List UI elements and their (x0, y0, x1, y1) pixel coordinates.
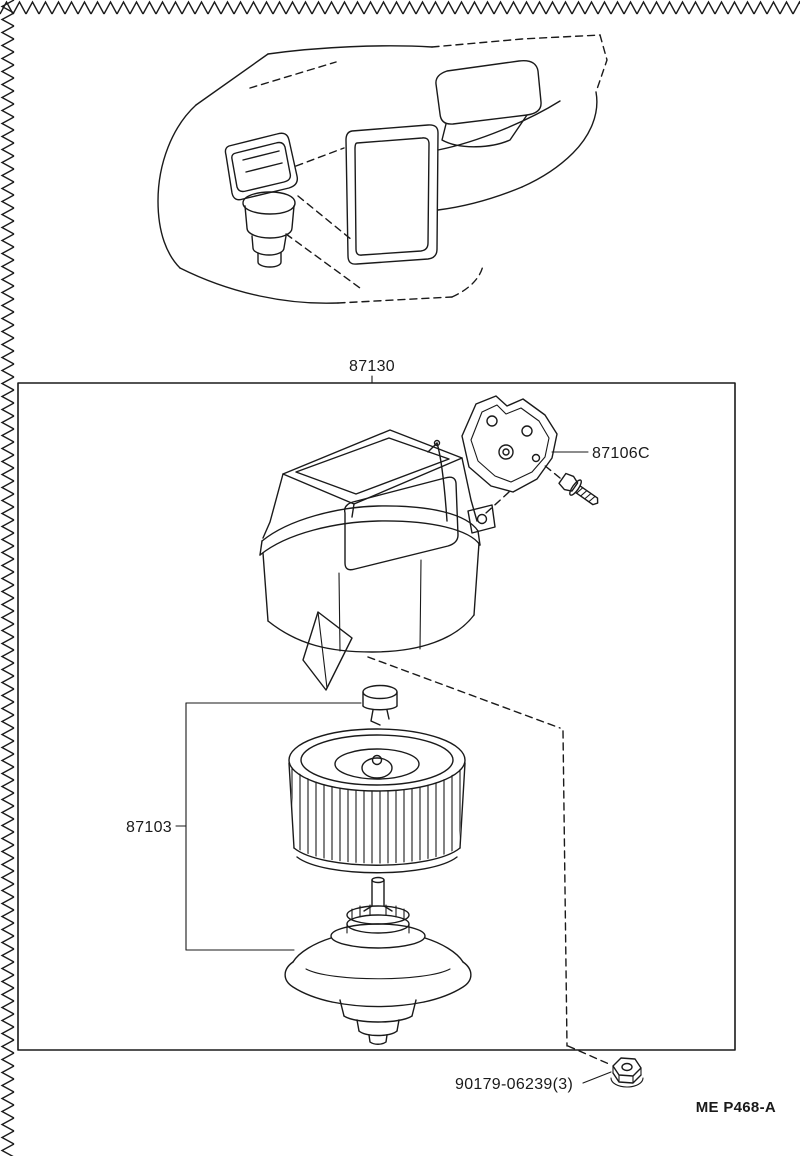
part-labels: 87130 87106C 87103 90179-06239(3) ME P46… (126, 358, 776, 1116)
nut-leader-line (582, 1071, 612, 1084)
dashboard-illustration (157, 34, 608, 304)
housing-mount-tab (467, 504, 496, 534)
part-label-87103: 87103 (126, 819, 172, 836)
page-edge-zigzag-top (0, 0, 800, 16)
leader-lines (367, 656, 610, 1065)
housing-face-opening (343, 476, 459, 571)
bracket-drawing (461, 395, 589, 493)
motor-drawing (284, 876, 472, 1045)
center-stack (345, 124, 439, 265)
fan-wheel-drawing (288, 728, 466, 874)
assembly-box (17, 375, 736, 1051)
nut-drawing (582, 1057, 644, 1088)
bracket-to-housing-dash (485, 491, 510, 514)
part-label-87106c: 87106C (592, 445, 650, 462)
assembly-outline-box (17, 382, 736, 1051)
motor-clip-drawing (362, 684, 398, 726)
cluster-hood (435, 60, 542, 125)
doc-code: ME P468-A (696, 1099, 776, 1116)
blower-location-detail (224, 132, 299, 268)
blower-housing-drawing (259, 429, 496, 691)
screw-drawing (558, 472, 599, 506)
part-label-nut: 90179-06239(3) (455, 1076, 573, 1093)
page-edge-zigzag-left (0, 0, 16, 1156)
housing-flap (302, 611, 353, 691)
fan-slats (290, 765, 464, 864)
screw-to-bracket-dash (543, 464, 561, 479)
part-label-87130: 87130 (349, 358, 395, 375)
part-87103-bracket-lines (175, 702, 362, 951)
